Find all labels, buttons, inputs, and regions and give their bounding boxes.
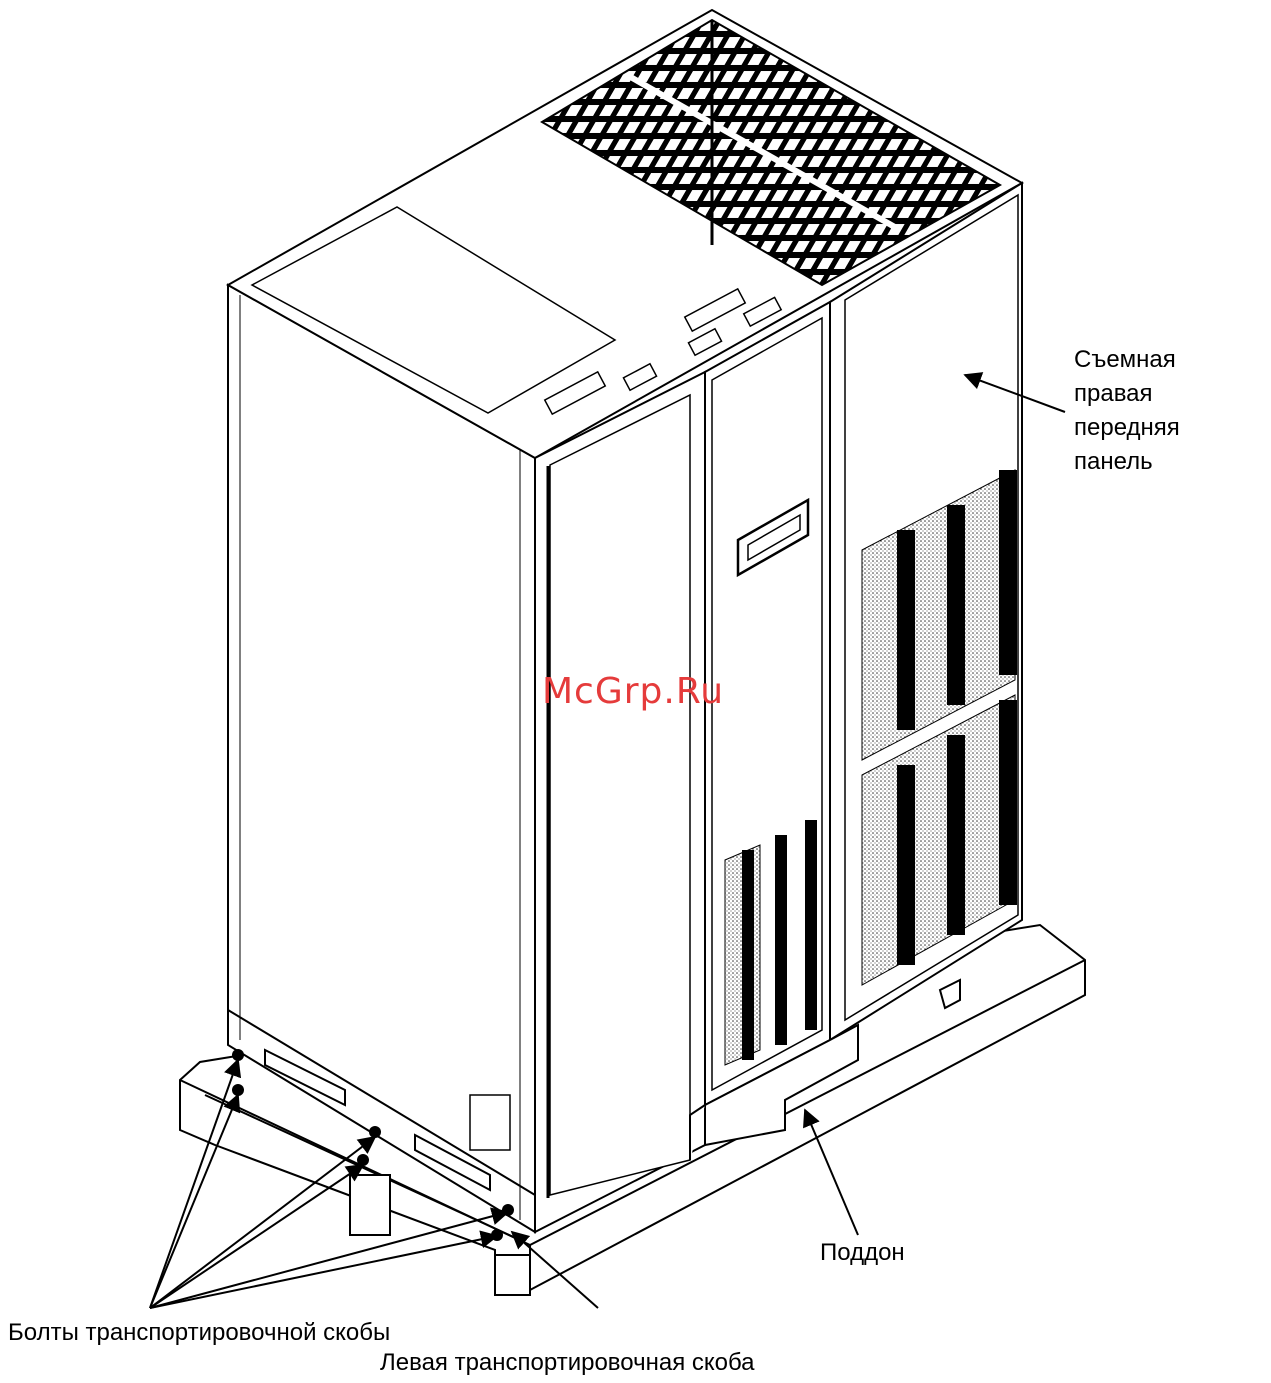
- right-panel-label-line2: правая: [1074, 377, 1153, 411]
- right-panel-label-line1: Съемная: [1074, 343, 1176, 377]
- pallet-label: Поддон: [820, 1236, 905, 1270]
- right-panel-label-line4: панель: [1074, 445, 1153, 479]
- front-left-door: [535, 372, 705, 1232]
- right-panel-label-line3: передняя: [1074, 411, 1180, 445]
- bracket-bolts-label: Болты транспортировочной скобы: [8, 1316, 390, 1350]
- left-bracket-label: Левая транспортировочная скоба: [380, 1346, 755, 1380]
- watermark: McGrp.Ru: [542, 671, 724, 712]
